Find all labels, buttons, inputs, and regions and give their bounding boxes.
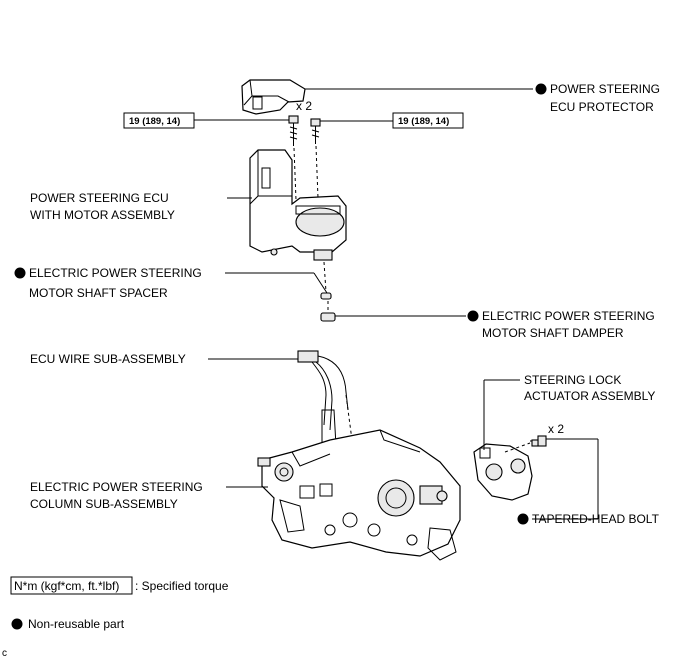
ecu-protector-part <box>241 79 306 115</box>
steering-column-part <box>257 429 461 561</box>
protector-bolt-left <box>288 115 299 146</box>
legend-torque-unit: N*m (kgf*cm, ft.*lbf) <box>14 579 119 593</box>
non-reusable-bullet-spacer <box>14 267 26 279</box>
legend-torque-box <box>10 576 133 595</box>
label-damper-line1: ELECTRIC POWER STEERING <box>482 309 655 323</box>
corner-mark: c <box>2 648 7 659</box>
steering-lock-actuator-part <box>473 443 533 501</box>
torque-value-left: 19 (189, 14) <box>129 116 180 127</box>
legend-non-reusable-text: Non-reusable part <box>28 617 125 631</box>
label-column-line1: ELECTRIC POWER STEERING <box>30 480 203 494</box>
label-protector-line2: ECU PROTECTOR <box>550 100 654 114</box>
motor-shaft-spacer-part <box>320 261 332 300</box>
label-ecu-line1: POWER STEERING ECU <box>30 191 169 205</box>
tapered-bolts-quantity: x 2 <box>548 422 564 436</box>
label-spacer-line2: MOTOR SHAFT SPACER <box>29 286 168 300</box>
label-ecu-wire: ECU WIRE SUB-ASSEMBLY <box>30 352 186 366</box>
label-protector-line1: POWER STEERING <box>550 82 660 96</box>
non-reusable-bullet-bolt <box>517 513 529 525</box>
label-damper-line2: MOTOR SHAFT DAMPER <box>482 326 624 340</box>
label-ecu-line2: WITH MOTOR ASSEMBLY <box>30 208 175 222</box>
ecu-motor-part <box>249 149 347 261</box>
non-reusable-bullet-damper <box>467 310 479 322</box>
legend-non-reusable-bullet <box>11 618 23 630</box>
tapered-head-bolts-part <box>504 435 547 453</box>
torque-value-right: 19 (189, 14) <box>398 116 449 127</box>
ecu-wire-part <box>297 350 353 447</box>
protector-bolt-right <box>310 118 321 144</box>
motor-shaft-damper-part <box>320 301 336 322</box>
label-lock-line2: ACTUATOR ASSEMBLY <box>524 389 655 403</box>
torque-box-left <box>123 112 195 129</box>
torque-box-right <box>392 112 464 129</box>
leader-lines <box>194 88 599 520</box>
legend-torque-description: : Specified torque <box>135 579 229 593</box>
label-tapered-bolt: TAPERED-HEAD BOLT <box>532 512 660 526</box>
label-spacer-line1: ELECTRIC POWER STEERING <box>29 266 202 280</box>
label-lock-line1: STEERING LOCK <box>524 373 621 387</box>
protector-bolts-quantity: x 2 <box>296 99 312 113</box>
non-reusable-bullet-protector <box>535 83 547 95</box>
label-column-line2: COLUMN SUB-ASSEMBLY <box>30 497 178 511</box>
